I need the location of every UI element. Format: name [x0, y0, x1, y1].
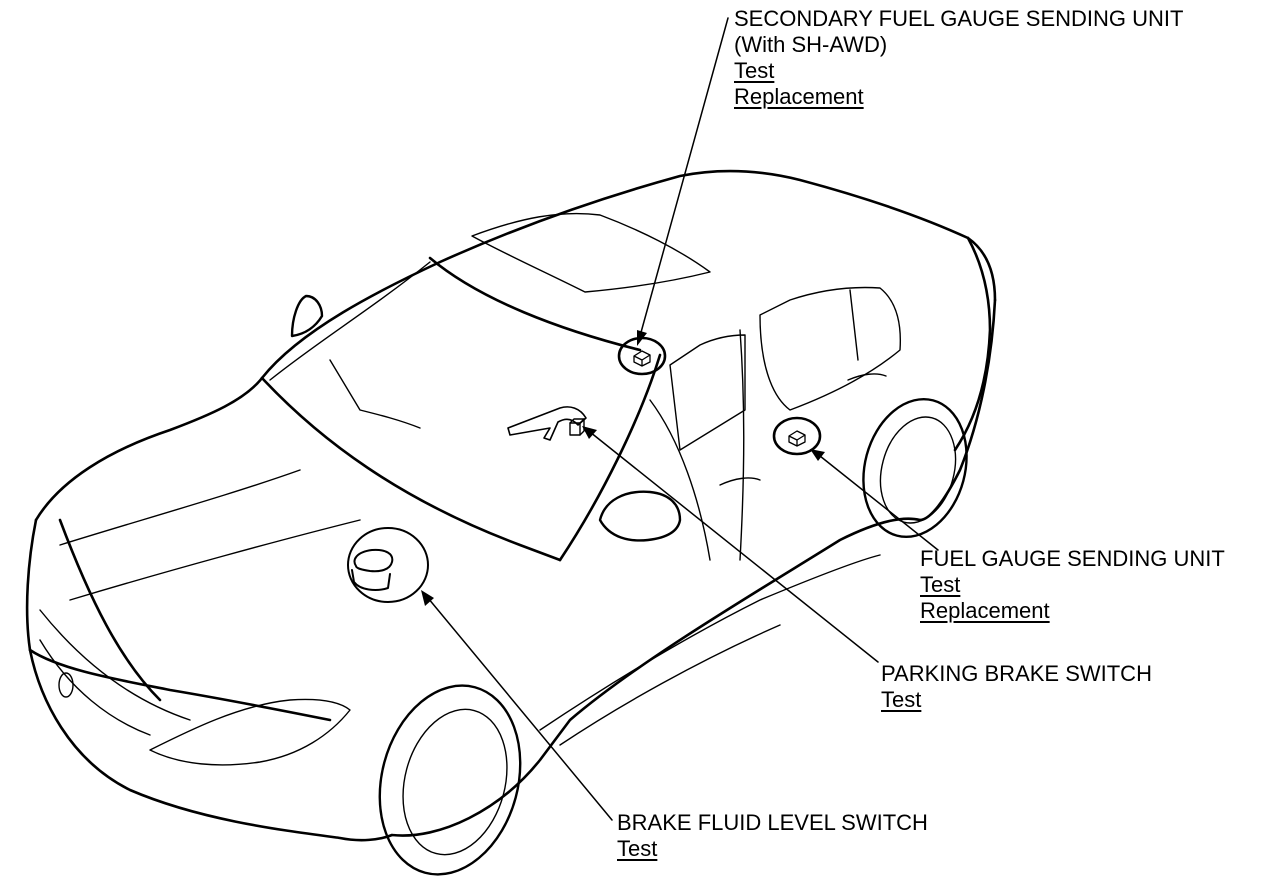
brake-fluid-reservoir-icon — [347, 527, 429, 603]
test-link[interactable]: Test — [734, 58, 775, 83]
secondary-fuel-gauge-unit-icon — [617, 336, 667, 376]
callout-parking-brake-switch: PARKING BRAKE SWITCH Test — [881, 661, 1152, 713]
callout-title: PARKING BRAKE SWITCH — [881, 661, 1152, 686]
replacement-link[interactable]: Replacement — [734, 84, 864, 109]
callout-brake-fluid-level-switch: BRAKE FLUID LEVEL SWITCH Test — [617, 810, 928, 862]
replacement-link[interactable]: Replacement — [920, 598, 1050, 623]
parking-brake-lever — [507, 406, 587, 441]
parking-brake-switch-icon — [569, 418, 585, 436]
callout-fuel-gauge: FUEL GAUGE SENDING UNIT Test Replacement — [920, 546, 1225, 624]
leader-lines — [427, 17, 939, 821]
car-outline — [25, 169, 997, 842]
callout-title: SECONDARY FUEL GAUGE SENDING UNIT — [734, 6, 1184, 31]
fuel-gauge-unit-icon — [772, 416, 822, 456]
car-details — [39, 212, 902, 766]
callout-title: BRAKE FLUID LEVEL SWITCH — [617, 810, 928, 835]
callout-title: FUEL GAUGE SENDING UNIT — [920, 546, 1225, 571]
test-link[interactable]: Test — [920, 572, 961, 597]
callout-secondary-fuel-gauge: SECONDARY FUEL GAUGE SENDING UNIT (With … — [734, 6, 1183, 110]
front-wheel — [378, 684, 522, 876]
callout-subtitle: (With SH-AWD) — [734, 32, 888, 57]
side-mirror-right — [598, 490, 682, 542]
test-link[interactable]: Test — [617, 836, 658, 861]
side-mirror-left — [290, 294, 324, 338]
test-link[interactable]: Test — [881, 687, 922, 712]
arrowheads — [421, 330, 825, 606]
